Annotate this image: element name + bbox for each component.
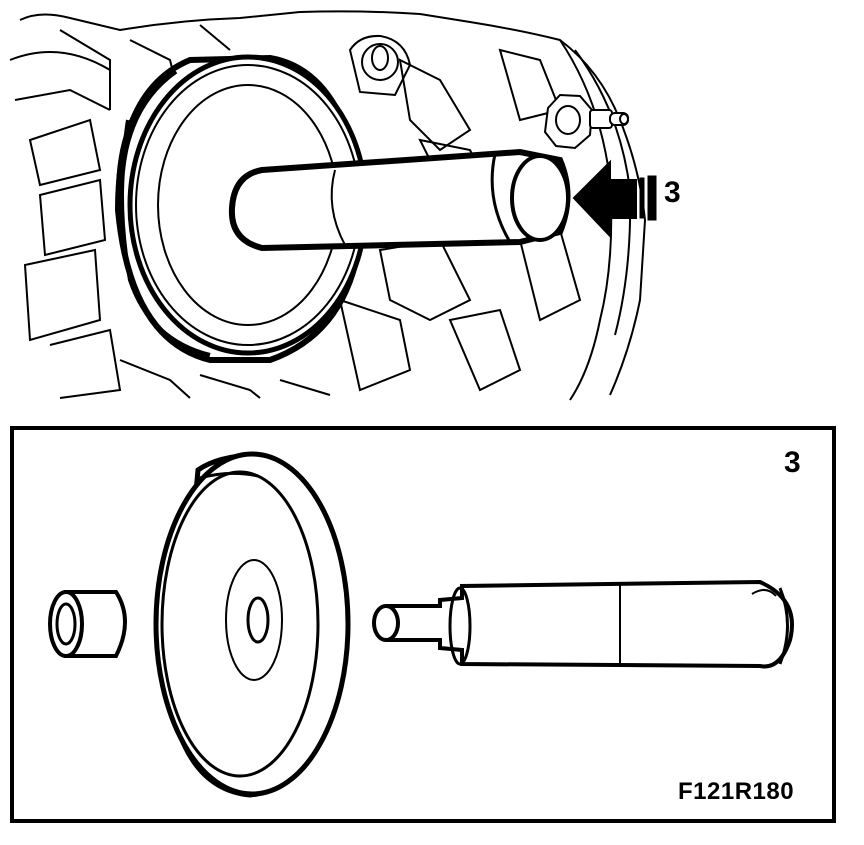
callout-number-top: 3 bbox=[664, 176, 681, 209]
bushing-part bbox=[48, 590, 127, 658]
press-disc-part bbox=[153, 451, 351, 798]
drift-shaft-part bbox=[372, 579, 794, 669]
figure-id: F121R180 bbox=[678, 778, 795, 805]
drift-shaft-installed bbox=[228, 148, 571, 252]
housing-background bbox=[9, 10, 647, 401]
bleed-nipple bbox=[543, 93, 629, 150]
callout-number-panel: 3 bbox=[784, 446, 801, 479]
direction-arrow bbox=[572, 159, 657, 239]
